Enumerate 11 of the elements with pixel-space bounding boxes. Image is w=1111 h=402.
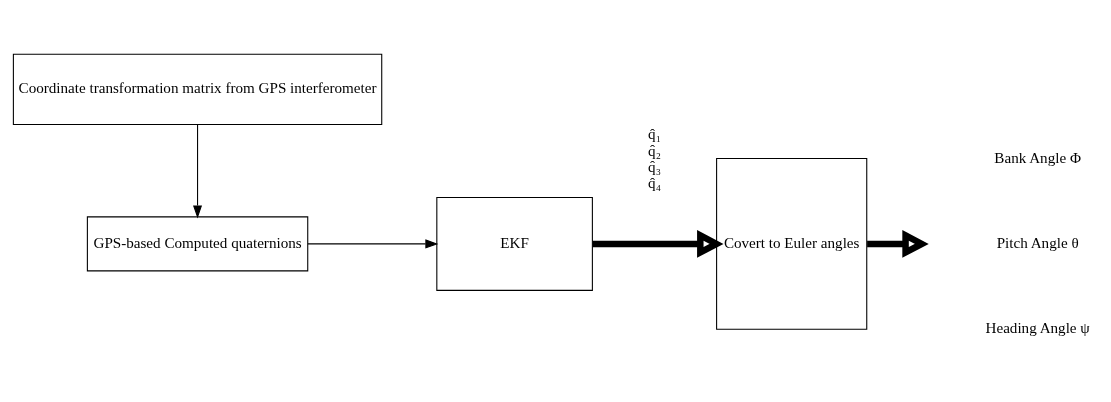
arrow	[193, 123, 203, 218]
node-box: Covert to Euler angles	[716, 157, 868, 330]
label: Bank Angle Φ	[994, 149, 1081, 166]
arrow	[592, 229, 724, 258]
label: Pitch Angle θ	[996, 234, 1079, 251]
node-box: Coordinate transformation matrix from GPS interferometer	[12, 53, 383, 125]
label: Heading Angle ψ	[985, 319, 1090, 336]
node-box: GPS-based Computed quaternions	[86, 215, 309, 271]
edge-label: q̂₁ q̂₂ q̂₃ q̂₄	[648, 125, 661, 191]
node-box: EKF	[436, 196, 593, 291]
arrow	[307, 238, 439, 248]
